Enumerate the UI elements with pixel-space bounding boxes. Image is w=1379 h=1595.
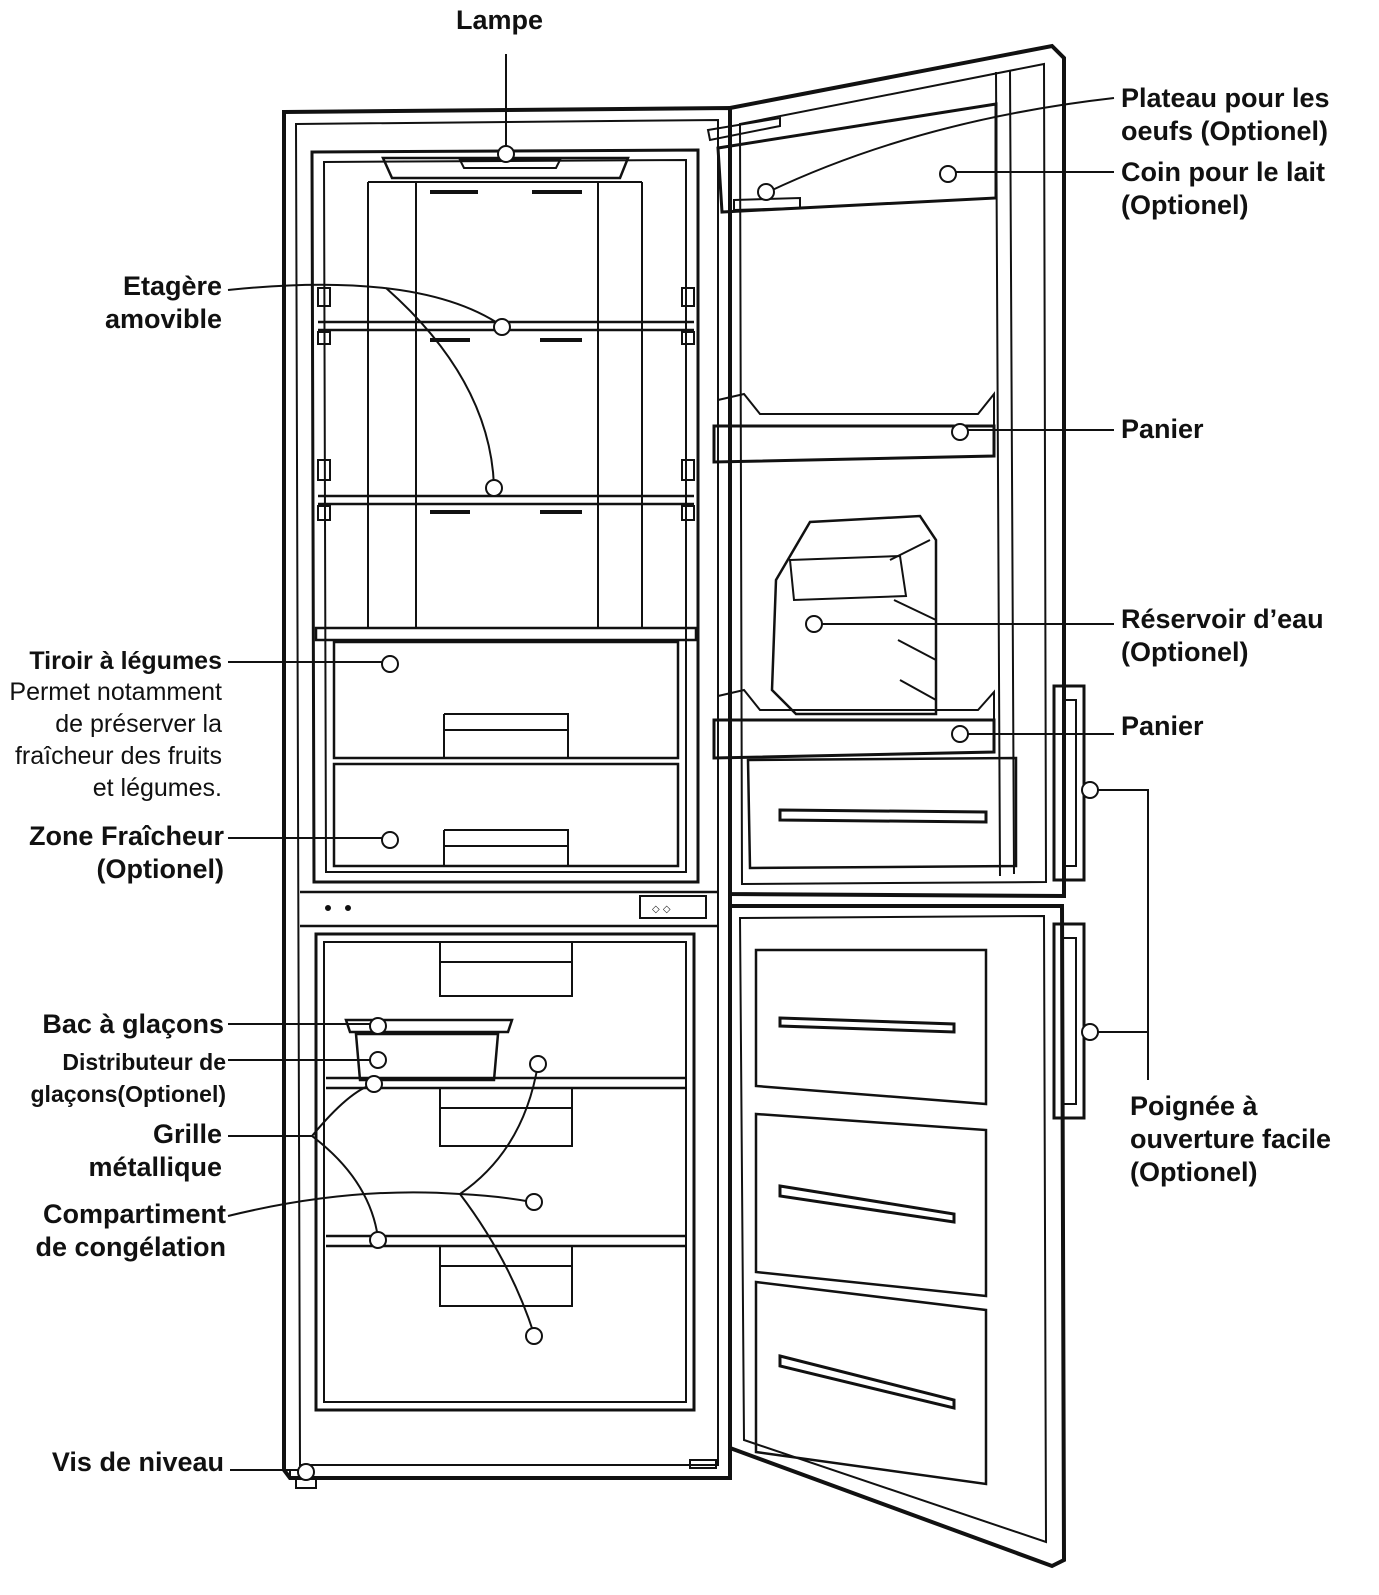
label-zone-fraicheur: Zone Fraîcheur (Optionel) — [0, 820, 224, 886]
reservoir-line-2: (Optionel) — [1121, 636, 1324, 669]
fridge-door — [708, 46, 1084, 896]
label-bac-glacons: Bac à glaçons — [0, 1008, 224, 1041]
tiroir-desc-line-2: de préserver la — [0, 708, 222, 740]
label-poignee: Poignée à ouverture facile (Optionel) — [1130, 1090, 1331, 1189]
coin-line-1: Coin pour le lait — [1121, 156, 1325, 189]
label-panier-top: Panier — [1121, 413, 1204, 446]
panier-bottom-text: Panier — [1121, 711, 1204, 741]
label-vis-niveau: Vis de niveau — [0, 1446, 224, 1479]
tiroir-desc-line-4: et légumes. — [0, 772, 222, 804]
reservoir-line-1: Réservoir d’eau — [1121, 603, 1324, 636]
label-grille: Grille métallique — [0, 1118, 222, 1184]
label-tiroir: Tiroir à légumes — [0, 645, 222, 678]
label-etagere: Etagère amovible — [60, 270, 222, 336]
coin-line-2: (Optionel) — [1121, 189, 1325, 222]
tiroir-desc-line-3: fraîcheur des fruits — [0, 740, 222, 772]
compartiment-line-2: de congélation — [0, 1231, 226, 1264]
label-lampe: Lampe — [456, 4, 543, 37]
poignee-line-3: (Optionel) — [1130, 1156, 1331, 1189]
zone-line-1: Zone Fraîcheur — [0, 820, 224, 853]
etagere-line-2: amovible — [60, 303, 222, 336]
poignee-line-1: Poignée à — [1130, 1090, 1331, 1123]
plateau-line-1: Plateau pour les — [1121, 82, 1330, 115]
distributeur-line-1: Distributeur de — [0, 1046, 226, 1078]
svg-text:◇ ◇: ◇ ◇ — [652, 904, 671, 915]
compartiment-line-1: Compartiment — [0, 1198, 226, 1231]
label-plateau-oeufs: Plateau pour les oeufs (Optionel) — [1121, 82, 1330, 148]
panier-top-text: Panier — [1121, 414, 1204, 444]
tiroir-desc-line-1: Permet notamment — [0, 676, 222, 708]
label-coin-lait: Coin pour le lait (Optionel) — [1121, 156, 1325, 222]
poignee-line-2: ouverture facile — [1130, 1123, 1331, 1156]
etagere-line-1: Etagère — [60, 270, 222, 303]
plateau-line-2: oeufs (Optionel) — [1121, 115, 1330, 148]
label-reservoir: Réservoir d’eau (Optionel) — [1121, 603, 1324, 669]
label-compartiment: Compartiment de congélation — [0, 1198, 226, 1264]
distributeur-line-2: glaçons(Optionel) — [0, 1078, 226, 1110]
bac-text: Bac à glaçons — [42, 1009, 224, 1039]
zone-line-2: (Optionel) — [0, 853, 224, 886]
grille-line-1: Grille — [0, 1118, 222, 1151]
tiroir-title: Tiroir à légumes — [0, 645, 222, 678]
lampe-text: Lampe — [456, 5, 543, 35]
label-distributeur: Distributeur de glaçons(Optionel) — [0, 1046, 226, 1110]
grille-line-2: métallique — [0, 1151, 222, 1184]
vis-text: Vis de niveau — [52, 1447, 224, 1477]
fridge-cabinet: ◇ ◇ — [284, 108, 730, 1488]
freezer-door — [730, 906, 1084, 1566]
label-panier-bottom: Panier — [1121, 710, 1204, 743]
label-tiroir-desc: Permet notamment de préserver la fraîche… — [0, 676, 222, 804]
